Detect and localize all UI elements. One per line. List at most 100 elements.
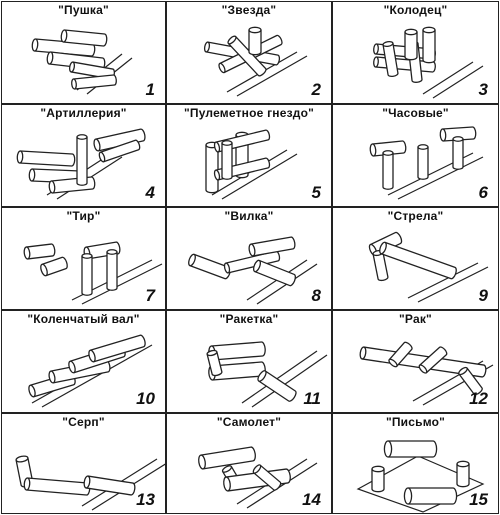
figure-title: "Звезда"	[221, 3, 277, 17]
figure-number: 12	[469, 389, 488, 408]
log-figure-drawing	[23, 241, 163, 305]
ground-line	[236, 55, 308, 97]
ground-line	[407, 262, 479, 299]
ground-line	[221, 153, 298, 200]
figure-title: "Колодец"	[383, 3, 448, 17]
figure-number: 4	[145, 183, 155, 202]
log	[40, 256, 68, 277]
ground-line	[81, 263, 163, 305]
log	[369, 140, 407, 157]
figure-title: "Часовые"	[382, 106, 449, 120]
log-figure-drawing	[369, 126, 484, 200]
log-figure-drawing	[368, 231, 489, 303]
log-figure-drawing	[356, 440, 485, 513]
log-figure-drawing	[15, 455, 167, 511]
figure-number: 13	[136, 490, 155, 509]
log	[88, 334, 146, 363]
log-figure-drawing	[203, 26, 308, 97]
log-figure-drawing	[205, 129, 298, 200]
log	[60, 29, 108, 47]
log	[188, 253, 231, 280]
log	[248, 26, 262, 56]
log-figure-drawing	[16, 128, 146, 200]
log	[71, 74, 117, 90]
log	[257, 370, 297, 402]
figure-cell-14: "Самолет" 14	[166, 413, 332, 514]
figure-number: 7	[145, 286, 155, 305]
figure-title: "Тир"	[66, 209, 101, 223]
figure-cell-15: "Письмо" 15	[332, 413, 499, 514]
log	[76, 134, 88, 186]
log	[98, 139, 141, 163]
log	[23, 243, 56, 260]
ground-line	[251, 354, 328, 408]
figure-number: 3	[478, 80, 488, 99]
log	[227, 35, 267, 77]
log	[252, 259, 296, 287]
figure-number: 6	[478, 183, 488, 202]
figure-number: 14	[302, 490, 321, 509]
log	[106, 249, 118, 291]
figure-title: "Рак"	[399, 312, 432, 326]
figure-title: "Серп"	[62, 415, 105, 429]
figure-cell-10: "Коленчатый вал" 10	[1, 310, 166, 413]
log	[223, 468, 291, 492]
log	[439, 126, 477, 142]
figure-number: 8	[311, 286, 321, 305]
log	[404, 28, 418, 61]
ground-line	[241, 350, 318, 404]
figure-cell-1: "Пушка" 1	[1, 1, 166, 104]
log	[382, 40, 399, 77]
log-figure-drawing	[28, 334, 153, 408]
figure-title: "Пушка"	[58, 3, 109, 17]
log	[206, 349, 223, 377]
figure-title: "Письмо"	[385, 415, 446, 429]
log	[93, 128, 146, 152]
log	[371, 465, 385, 493]
log	[221, 140, 233, 180]
figure-cell-9: "Стрела" 9	[332, 207, 499, 310]
figure-cell-4: "Артиллерия" 4	[1, 104, 166, 207]
figure-number: 11	[303, 389, 321, 408]
figure-cell-13: "Серп" 13	[1, 413, 167, 514]
log	[198, 446, 256, 470]
figure-title: "Пулеметное гнездо"	[184, 106, 314, 120]
log-figure-drawing	[359, 341, 494, 406]
figure-title: "Коленчатый вал"	[27, 312, 140, 326]
figure-title: "Вилка"	[224, 209, 274, 223]
figure-title: "Ракетка"	[219, 312, 279, 326]
log	[83, 475, 136, 496]
ground-plane	[356, 455, 485, 513]
log-figure-drawing	[206, 341, 328, 408]
log	[383, 440, 438, 458]
log	[205, 141, 219, 194]
log	[388, 341, 413, 368]
ground-line	[41, 344, 153, 408]
figure-cell-8: "Вилка" 8	[166, 207, 332, 310]
figure-title: "Самолет"	[216, 415, 282, 429]
log	[379, 241, 457, 280]
figure-cell-7: "Тир" 7	[1, 207, 166, 310]
log	[403, 487, 458, 505]
log	[16, 150, 76, 167]
log	[422, 26, 436, 64]
figure-number: 2	[311, 80, 321, 99]
log-figure-drawing	[198, 446, 318, 509]
figure-title: "Стрела"	[387, 209, 444, 223]
figure-number: 10	[136, 389, 155, 408]
figure-number: 15	[469, 490, 488, 509]
log-figure-drawing	[188, 236, 318, 305]
figure-number: 5	[311, 183, 321, 202]
figure-cell-11: "Ракетка" 11	[166, 310, 332, 413]
figure-cell-6: "Часовые" 6	[332, 104, 499, 207]
figure-number: 9	[478, 286, 488, 305]
ground-line	[397, 156, 484, 200]
log	[248, 236, 296, 257]
ground-line	[417, 266, 489, 303]
log-figure-drawing	[373, 26, 484, 99]
log	[452, 136, 464, 170]
log	[458, 366, 483, 396]
log-figure-drawing	[31, 29, 133, 95]
log	[81, 253, 93, 296]
log	[456, 460, 470, 488]
